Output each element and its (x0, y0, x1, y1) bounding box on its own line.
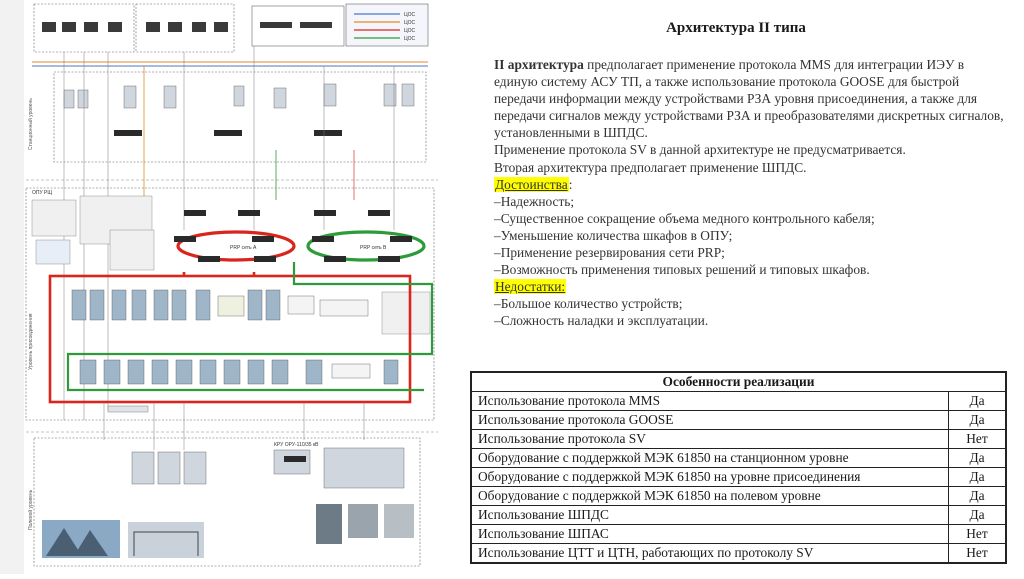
bay-level-label: Уровень присоединения (28, 313, 34, 370)
advantages-heading-line: Достоинства: (458, 176, 1006, 193)
station-level-label: Станционный уровень (27, 98, 34, 150)
advantage-item: –Существенное сокращение объема медного … (494, 210, 875, 226)
prp-switches (174, 210, 412, 262)
intro-lead: II архитектура (494, 57, 584, 72)
table-row: Оборудование с поддержкой МЭК 61850 на у… (470, 467, 1007, 487)
legend-label-2: ЦОС (404, 20, 415, 26)
ieps-box (251, 5, 345, 47)
field-cabinets (131, 447, 405, 489)
legend-label-1: ЦОС (404, 12, 415, 18)
prp-ring-a (176, 230, 296, 262)
feature-cell: Использование протокола SV (470, 429, 949, 449)
disadvantage-item: –Сложность наладки и эксплуатации. (494, 313, 709, 329)
rza-engineers-box (135, 3, 235, 53)
content-column: Архитектура II типа II архитектура предп… (448, 0, 1024, 574)
value-cell: Да (948, 486, 1007, 506)
shpds-paragraph: Вторая архитектура предполагает применен… (494, 159, 807, 175)
advantages-suffix: : (568, 176, 573, 192)
intro-paragraph: II архитектура предполагает применение п… (458, 56, 1006, 141)
table-row: Использование ЦТТ и ЦТН, работающих по п… (470, 543, 1007, 564)
value-cell: Нет (948, 429, 1007, 449)
equipment-photos (42, 504, 414, 558)
legend: ЦОС ЦОС ЦОС ЦОС (354, 12, 415, 42)
value-cell: Да (948, 448, 1007, 468)
value-cell: Нет (948, 543, 1007, 564)
feature-cell: Использование ЦТТ и ЦТН, работающих по п… (470, 543, 949, 564)
kru-label: КРУ ОРУ-110/35 кВ (274, 442, 319, 448)
slide-title: Архитектура II типа (666, 20, 806, 36)
table-row: Оборудование с поддержкой МЭК 61850 на п… (470, 486, 1007, 506)
description-text: II архитектура предполагает применение п… (458, 56, 1006, 330)
green-frame (66, 262, 434, 392)
cabinets-row-2 (79, 359, 399, 385)
value-cell: Да (948, 467, 1007, 487)
monitor-screen (35, 239, 71, 265)
value-cell: Да (948, 391, 1007, 411)
disadvantages-heading-line: Недостатки: (458, 278, 1006, 295)
switches-top (114, 130, 342, 136)
architecture-diagram-svg: Станционный уровень Уровень присоединени… (24, 0, 438, 574)
advantage-item: –Уменьшение количества шкафов в ОПУ; (494, 227, 733, 243)
intro-text: предполагает применение протокола MMS дл… (494, 57, 1004, 141)
prp-ring-b-label: PRP сеть B (360, 245, 387, 251)
feature-cell: Оборудование с поддержкой МЭК 61850 на п… (470, 486, 949, 506)
field-level-label: Полевой уровень (27, 489, 34, 530)
lower-links (103, 402, 365, 450)
opu-box (25, 187, 435, 421)
value-cell: Нет (948, 524, 1007, 544)
prp-ring-b (306, 230, 426, 262)
table-row: Оборудование с поддержкой МЭК 61850 на с… (470, 448, 1007, 468)
feature-cell: Использование ШПДС (470, 505, 949, 525)
features-table: Особенности реализации Использование про… (470, 371, 1007, 564)
value-cell: Да (948, 505, 1007, 525)
cabinets-row-1 (71, 289, 369, 321)
legend-label-3: ЦОС (404, 28, 415, 34)
disadvantages-heading: Недостатки: (494, 279, 567, 295)
advantage-item: –Применение резервирования сети PRP; (494, 245, 725, 261)
prp-ring-a-label: PRP сеть A (230, 245, 257, 251)
table-header: Особенности реализации (471, 372, 1006, 392)
feature-cell: Использование протокола GOOSE (470, 410, 949, 430)
field-level-box (33, 437, 421, 567)
feature-cell: Оборудование с поддержкой МЭК 61850 на с… (470, 448, 949, 468)
servers (63, 83, 415, 109)
left-margin-strip (0, 0, 24, 574)
architecture-diagram: Станционный уровень Уровень присоединени… (24, 0, 438, 574)
legend-box (345, 3, 429, 47)
opu-label: ОПУ РЩ (32, 190, 52, 196)
servers-box (53, 71, 427, 163)
feature-cell: Использование ШПАС (470, 524, 949, 544)
workstation-monitors (42, 22, 332, 32)
table-header-row: Особенности реализации (471, 372, 1006, 392)
value-cell: Да (948, 410, 1007, 430)
notes (31, 195, 431, 335)
legend-label-4: ЦОС (404, 36, 415, 42)
feature-cell: Использование протокола MMS (470, 391, 949, 411)
red-frame (48, 274, 412, 404)
advantages-heading: Достоинства (494, 176, 569, 192)
disadvantage-item: –Большое количество устройств; (494, 296, 683, 312)
advantage-item: –Возможность применения типовых решений … (494, 262, 870, 278)
feature-cell: Оборудование с поддержкой МЭК 61850 на у… (470, 467, 949, 487)
advantage-item: –Надежность; (494, 193, 575, 209)
sv-paragraph: Применение протокола SV в данной архитек… (494, 142, 906, 158)
